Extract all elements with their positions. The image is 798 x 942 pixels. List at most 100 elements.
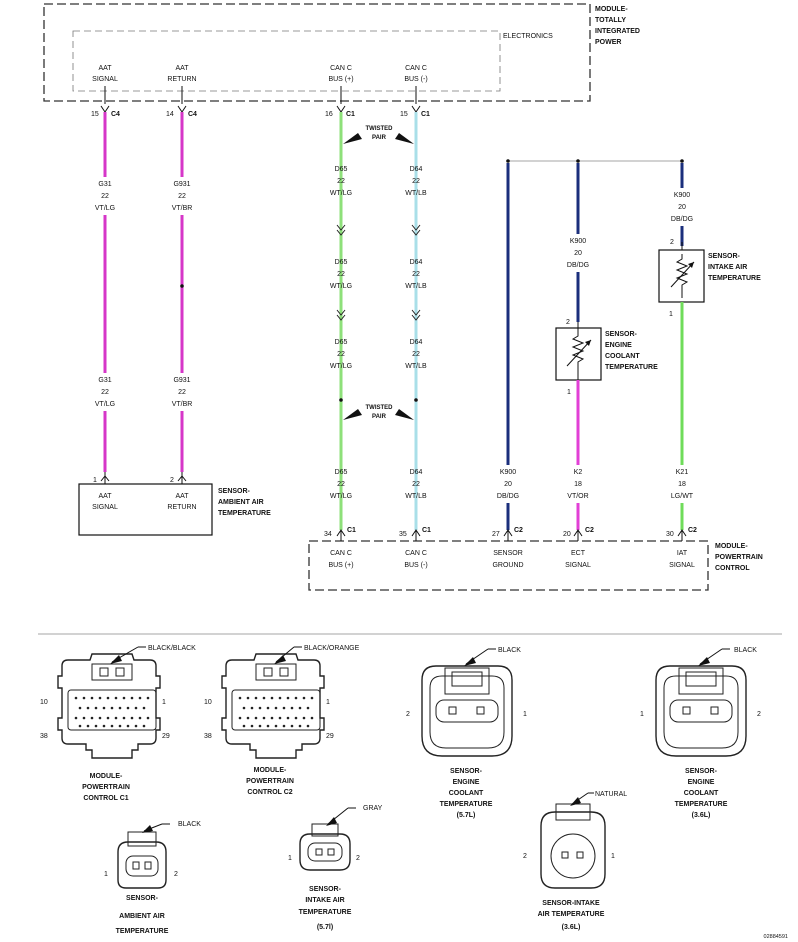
tipm-label-1: MODULE- [595,6,628,13]
conn-c4-a: C4 [111,111,120,118]
d65b-color: WT/LG [330,283,352,290]
d64c-gauge: 22 [412,351,420,358]
ect36-pin-left: 1 [640,711,644,718]
k21-label-bg [666,465,698,503]
ect-36-connector-view: BLACK 1 2 SENSOR- ENGINE COOLANT TEMPERA… [640,647,761,819]
aat-conn-name-2: AMBIENT AIR [119,913,165,920]
k2-gauge: 18 [574,481,582,488]
twisted-pair2-l2: PAIR [372,414,387,420]
k21-circuit: K21 [676,469,689,476]
pcm-c1-connector-view: BLACK/BLACK 10 1 38 29 MODULE- POWERTRAI… [40,645,196,802]
ect57-term-right [476,706,485,715]
d65c-color: WT/LG [330,363,352,370]
iat57-name-4: (5.7l) [317,924,333,931]
d65b-circuit: D65 [335,259,348,266]
c1-pin-29: 29 [162,733,170,740]
k2-circuit: K2 [574,469,583,476]
iat57-color-label: GRAY [363,805,383,812]
iat57-cavity [307,842,343,862]
c2-lock-right [279,667,289,677]
pcm-label-3: CONTROL [715,565,750,572]
tipm-label-2: TOTALLY [595,17,626,24]
k900bot-color: DB/DG [497,493,519,500]
pcm-canc-minus-l1: CAN C [405,550,427,557]
ect57-name-3: COOLANT [449,790,484,797]
twisted-pair2-l1: TWISTED [366,405,394,411]
twisted-arrow-right-2 [395,409,414,420]
wire-label-backgrounds [92,160,430,503]
iat36-name-2: AIR TEMPERATURE [538,911,605,918]
pin-15-c4: 15 [91,111,99,118]
pcm-pin-34: 34 [324,531,332,538]
aat-return-top-l1: AAT [175,65,189,72]
iat36-term-left [561,851,569,859]
k900bot-label-bg [492,465,524,503]
ect36-name-1: SENSOR- [685,768,718,775]
figure-id: 02884591 [764,934,788,940]
c2-pin-29: 29 [326,733,334,740]
c2-pin-38: 38 [204,733,212,740]
pcm-label-2: POWERTRAIN [715,554,763,561]
ect57-cavity [435,699,499,723]
aat-lock [127,831,157,847]
ect57-color-label: BLACK [498,647,521,654]
c2-pin-1: 1 [326,699,330,706]
pcm-canc-minus-l2: BUS (-) [404,562,427,569]
ect36-color-label: BLACK [734,647,757,654]
aat-conn-pin-right: 2 [174,871,178,878]
ect-label-4: TEMPERATURE [605,364,658,371]
g31a-circuit: G31 [98,181,111,188]
iat-label-3: TEMPERATURE [708,275,761,282]
pcm-pin-27: 27 [492,531,500,538]
k900top-gauge: 20 [678,204,686,211]
iat57-name-2: INTAKE AIR [305,897,344,904]
ect36-inner [663,675,739,749]
twisted-arrow-left [343,133,362,144]
d65d-gauge: 22 [337,481,345,488]
electronics-label: ELECTRONICS [503,33,553,40]
d64-splice-dot [414,398,418,402]
twisted-arrow-left-2 [343,409,362,420]
d64a-color: WT/LB [405,190,427,197]
d65c-gauge: 22 [337,351,345,358]
aat-ret-l1: AAT [175,493,189,500]
k2-label-bg [562,465,594,503]
pcm-canc-plus-l1: CAN C [330,550,352,557]
iat57-pin-right: 2 [356,855,360,862]
canc-plus-top-l1: CAN C [330,65,352,72]
aat-conn-name-1: SENSOR- [126,895,159,902]
ect36-name-5: (3.6L) [692,812,711,819]
conn-c4-b: C4 [188,111,197,118]
d65d-color: WT/LG [330,493,352,500]
aat-label-1: SENSOR- [218,488,251,495]
ect-label-1: SENSOR- [605,331,638,338]
ect-arrowhead [585,340,591,346]
ect-label-3: COOLANT [605,353,640,360]
inline-connectors [336,224,421,321]
aat-sig-l2: SIGNAL [92,504,118,511]
ground-splice-2 [576,159,580,163]
d64d-circuit: D64 [410,469,423,476]
c1-name-3: CONTROL C1 [83,795,128,802]
ect57-pin-right: 1 [523,711,527,718]
twisted-pair-bottom: TWISTED PAIR [343,405,414,420]
c1-name-1: MODULE- [90,773,123,780]
d64a-circuit: D64 [410,166,423,173]
aat-conn-pin-left: 1 [104,871,108,878]
d65a-circuit: D65 [335,166,348,173]
aat-pin-1: 1 [93,477,97,484]
pcm-pin-terminals [336,529,687,541]
aat-sensor-box [78,483,213,536]
c1-pin-grid [74,696,150,728]
pcm-conn-c2-b: C2 [585,527,594,534]
aat-label-3: TEMPERATURE [218,510,271,517]
pcm-sensor-ground-l1: SENSOR [493,550,523,557]
pcm-conn-c2-c: C2 [688,527,697,534]
ect57-inner [429,675,505,749]
aat-color-arrow [142,825,153,833]
pin-15-c1: 15 [400,111,408,118]
ect-thermistor [571,322,585,380]
g931b-color: VT/BR [172,401,193,408]
pcm-c2-connector-view: BLACK/ORANGE 10 1 38 29 MODULE- POWERTRA… [204,645,360,796]
